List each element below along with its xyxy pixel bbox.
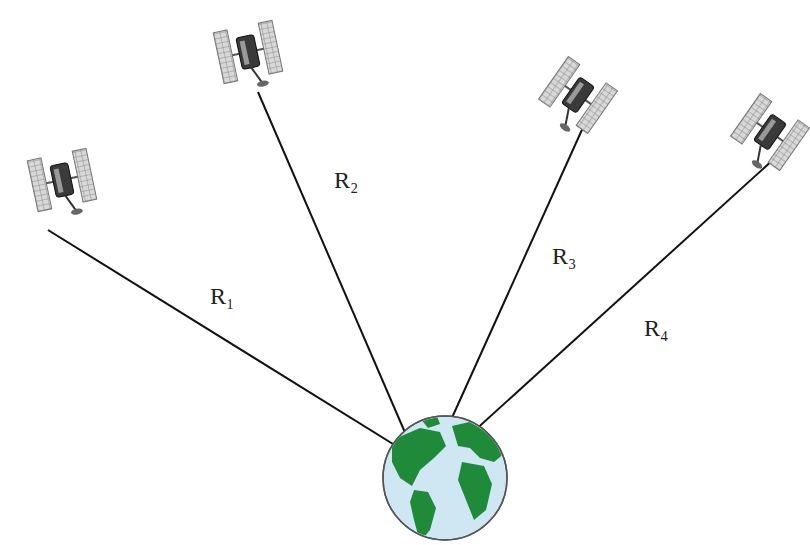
satellite [724,93,809,179]
satellite [213,20,285,94]
satellite [27,148,99,222]
range-label: R₃ [552,244,576,268]
range-lines [48,92,775,462]
satellite [532,56,617,142]
range-label: R₂ [334,168,358,192]
range-label: R₁ [210,284,234,308]
range-label: R₄ [644,316,668,340]
earth-globe [383,414,507,542]
